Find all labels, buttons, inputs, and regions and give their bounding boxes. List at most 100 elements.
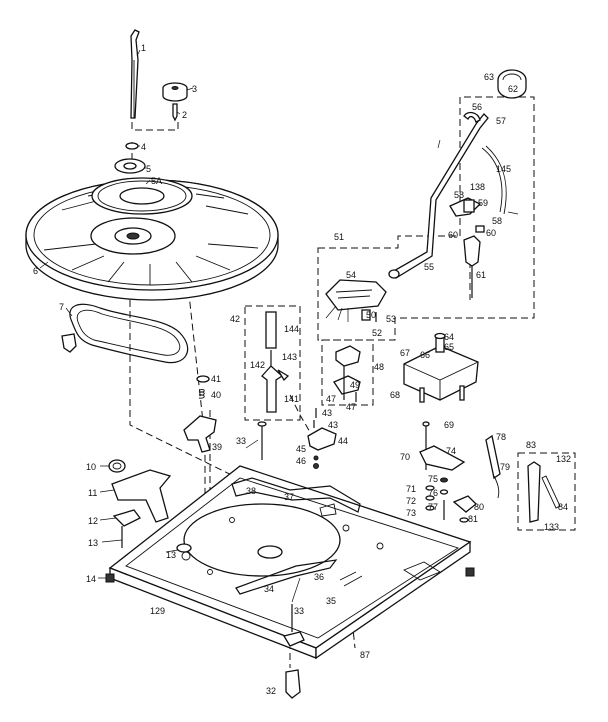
washers-71-77 [425,477,449,520]
callout-11: 11 [88,488,97,498]
callout-72: 72 [406,496,416,506]
callout-66: 66 [420,350,430,360]
callout-57: 57 [496,116,506,126]
callout-75: 75 [428,474,438,484]
callout-3: 3 [192,84,197,94]
callout-143: 143 [282,352,297,362]
callout-62: 62 [508,84,518,94]
callout-49: 49 [350,380,360,390]
base-chassis-129 [108,465,472,660]
lever-39 [183,415,217,453]
callout-46: 46 [296,456,306,466]
arm-base-61 [463,225,485,298]
callout-65: 65 [444,342,454,352]
callout-60a: 60 [448,230,458,240]
subassembly-boxes [244,96,576,531]
motor-68 [403,332,479,403]
callout-67: 67 [400,348,410,358]
platter-6 [25,179,279,301]
callout-73: 73 [406,508,416,518]
callout-13b: 13 [166,550,176,560]
callout-12: 12 [88,516,98,526]
callout-70: 70 [400,452,410,462]
callout-68: 68 [390,390,400,400]
spindle-adapter-1 [130,29,140,119]
turntable-mat-5a [91,177,193,215]
callout-32: 32 [266,686,276,696]
callout-36: 36 [314,572,324,582]
lead-wire-145 [481,145,507,215]
callout-38: 38 [246,486,256,496]
callout-44: 44 [338,436,348,446]
callout-145: 145 [496,164,511,174]
callout-1: 1 [141,43,146,53]
callout-55: 55 [424,262,434,272]
callout-84: 84 [558,502,568,512]
callout-61: 61 [476,270,486,280]
callout-63: 63 [484,72,494,82]
callout-74: 74 [446,446,456,456]
callout-43a: 43 [322,408,332,418]
callout-129: 129 [150,606,165,616]
callout-58b: 58 [492,216,502,226]
screw-2 [172,103,178,122]
callout-132: 132 [556,454,571,464]
shaft-70-74 [419,421,466,471]
cam-assembly-46 [333,345,361,402]
callout-47a: 47 [326,394,336,404]
callout-54: 54 [346,270,356,280]
callout-83: 83 [526,440,536,450]
callout-59: 59 [478,198,488,208]
callout-80: 80 [474,502,484,512]
callout-64: 64 [444,332,454,342]
callout-13a: 13 [88,538,98,548]
callout-69: 69 [444,420,454,430]
callout-47b: 47 [346,402,356,412]
callout-77: 77 [428,502,438,512]
spacer-13 [121,526,192,553]
callout-40: 40 [211,390,221,400]
center-cap-3 [162,82,188,102]
callout-144: 144 [284,324,299,334]
callout-41: 41 [211,374,221,384]
callout-53: 53 [386,314,396,324]
plate-80-81 [452,495,477,523]
callout-7: 7 [59,302,64,312]
callout-56: 56 [472,102,482,112]
callout-138: 138 [470,182,485,192]
callout-51: 51 [334,232,344,242]
spring-41-40 [196,375,210,399]
pivot-bracket-58 [449,197,482,217]
callout-48: 48 [374,362,384,372]
bolt-33-upper [257,421,267,460]
callout-labels: 1 2 3 4 5 5A 6 7 10 11 12 13 13 14 129 3… [33,43,571,696]
screw-43 [313,408,317,428]
washer-4 [125,142,139,150]
callout-10: 10 [86,462,96,472]
arm-rest-56 [463,111,481,123]
callout-78: 78 [496,432,506,442]
callout-4: 4 [141,142,146,152]
callout-71: 71 [406,484,416,494]
callout-33b: 33 [294,606,304,616]
callout-39: 39 [212,442,222,452]
plate-12 [112,509,141,527]
bracket-44 [307,427,337,469]
callout-45: 45 [296,444,306,454]
callout-35: 35 [326,596,336,606]
link-78-79 [485,434,501,499]
drive-belt-7 [61,303,189,364]
counterweight-62-63 [497,69,527,99]
callout-141: 141 [284,394,299,404]
spacer-5 [114,158,146,174]
callout-81: 81 [468,514,478,524]
callout-76: 76 [428,488,438,498]
callout-2: 2 [182,110,187,120]
foot-bolt-32-33 [282,604,305,699]
spindle-bearing-assembly-141 [261,311,290,413]
callout-52: 52 [372,328,382,338]
headshell-cartridge-54 [325,279,387,322]
callout-50: 50 [366,310,376,320]
callout-5: 5 [146,164,151,174]
